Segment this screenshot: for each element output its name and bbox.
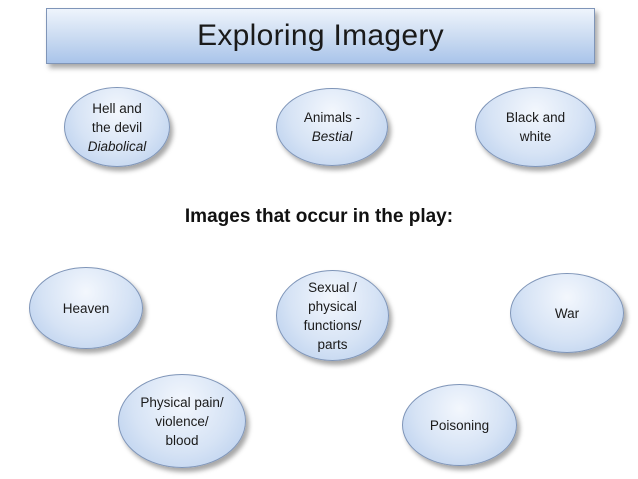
bubble-sexual-line-1: Sexual / (308, 279, 357, 295)
bubble-war-line-1: War (554, 305, 580, 321)
bubble-poisoning: Poisoning (402, 384, 517, 466)
bubble-pain-line-1: Physical pain/ (140, 394, 224, 410)
bubble-animals: Animals - Bestial (276, 88, 388, 166)
bubble-pain-line-2: violence/ (155, 413, 209, 429)
bubble-hell-devil: Hell and the devil Diabolical (64, 87, 170, 167)
diagram-subtitle: Images that occur in the play: (184, 206, 454, 227)
bubble-animals-line-1: Animals - (303, 110, 361, 125)
bubble-war: War (510, 273, 624, 353)
bubble-physical-pain: Physical pain/ violence/ blood (118, 374, 246, 468)
bubble-sexual-line-2: physical (308, 298, 357, 314)
bubble-pain-line-3: blood (165, 432, 199, 448)
bubble-poisoning-line-1: Poisoning (429, 417, 490, 433)
title-box: Exploring Imagery (46, 8, 595, 64)
bubble-hell-line-1: Hell and (92, 100, 142, 116)
bubble-black-white-line-1: Black and (505, 110, 566, 125)
bubble-heaven: Heaven (29, 267, 143, 349)
bubble-sexual-line-4: parts (317, 336, 348, 352)
bubble-animals-italic: Bestial (311, 129, 353, 144)
bubble-sexual-line-3: functions/ (303, 317, 362, 333)
bubble-black-white-line-2: white (519, 129, 552, 144)
bubble-black-white: Black and white (475, 87, 596, 167)
bubble-heaven-line-1: Heaven (62, 300, 110, 316)
bubble-hell-line-2: the devil (91, 119, 143, 135)
diagram-title: Exploring Imagery (197, 19, 444, 52)
bubble-sexual-physical: Sexual / physical functions/ parts (276, 270, 389, 361)
bubble-hell-italic: Diabolical (87, 138, 147, 154)
